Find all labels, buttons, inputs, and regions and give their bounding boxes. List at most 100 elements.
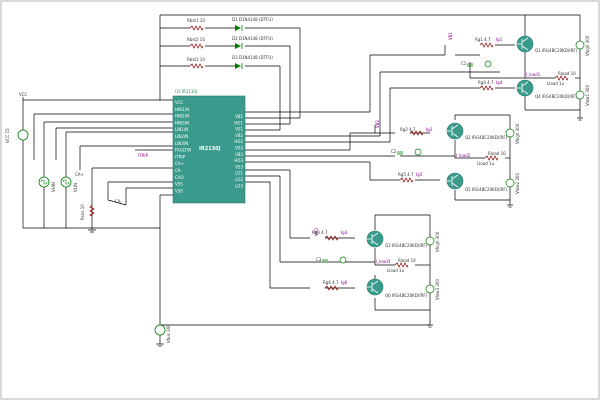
ic-pin-label: LIN1/N xyxy=(175,127,188,132)
gate-hi-net-label: Ig3 xyxy=(341,230,348,235)
ic-pin-label: VCC xyxy=(175,100,184,105)
ic-pin-label: LO2 xyxy=(235,177,243,182)
ic-pin-label: VB1 xyxy=(235,114,243,119)
capacitor-label: C2 xyxy=(391,149,397,154)
v-high-label: Vhigh 300 xyxy=(515,123,520,144)
load-resistor-label: Rload 10 xyxy=(488,151,506,156)
gate-lo-net-label: Ig5 xyxy=(416,172,423,177)
gate-resistor-hi-label: Rg1 4.7 xyxy=(475,37,491,42)
vcc-net-label: VCC xyxy=(19,92,28,97)
pulse-source-icon xyxy=(484,60,492,68)
ic-pin-label: VSS xyxy=(175,182,183,187)
load-net-label: I_load1 xyxy=(526,72,541,77)
v-low-label: Vlow1 300 xyxy=(585,85,590,106)
gate-lo-net-label: Ig6 xyxy=(341,280,348,285)
resistor-icon xyxy=(479,42,494,48)
ic-pin-label: VS0 xyxy=(175,188,183,193)
v-low-label: Vlow2 300 xyxy=(515,173,520,194)
igbt-lo-label: Q6 IRG4BC20KD(IRF) xyxy=(385,293,428,298)
voltage-source-icon xyxy=(154,324,166,336)
gate-resistor-lo-label: Rg4 4.7 xyxy=(478,80,494,85)
ic-pin-label: LIN2/N xyxy=(175,134,188,139)
resistor-icon xyxy=(479,85,494,91)
igbt-lo-label: Q5 IRG4BC20KD(IRF) xyxy=(465,187,508,192)
gate-hi-net-label: Ig1 xyxy=(496,37,503,42)
resistor-icon xyxy=(324,235,339,241)
gate-resistor-lo-label: Rg6 4.7 xyxy=(323,280,339,285)
ic-pin-label: VB2 xyxy=(235,133,243,138)
vb2-net-label: VB2 xyxy=(375,120,380,128)
voltage-source-icon xyxy=(17,129,29,141)
vcc-source: VCC 15 VCC xyxy=(5,92,29,143)
vb3-net-label: VB3 xyxy=(314,228,319,236)
igbt-hi-label: Q1 IRG4BC20KD(IRF) xyxy=(535,48,578,53)
diode-icon xyxy=(235,25,241,31)
d1-label: D1 D1N4148 (DTFU) xyxy=(232,17,273,22)
load-resistor-label: Rload 10 xyxy=(398,258,416,263)
ic-left-pins: VCCHIN1/NHIN2/NHIN3/NLIN1/NLIN2/NLIN3/NF… xyxy=(175,100,191,193)
ic-pin-label: CA- xyxy=(175,168,182,173)
ic-body xyxy=(172,95,246,204)
resistor-icon xyxy=(554,75,569,81)
v-high-label: Vhigh 300 xyxy=(435,231,440,252)
ic-pin-label: HIN1/N xyxy=(175,107,189,112)
d2-label: D2 D1N4148 (DTFU) xyxy=(232,36,273,41)
voltage-source-icon xyxy=(505,128,515,138)
gate-resistor-hi-label: Rg2 4.7 xyxy=(400,127,416,132)
bootstrap-2: Rbst2 10 D2 D1N4148 (DTFU) xyxy=(187,36,273,49)
diode-icon xyxy=(235,63,241,69)
vhin-label: VHIN xyxy=(51,182,56,192)
vb1-net-label: VB1 xyxy=(448,32,453,40)
ca-label: CA+ xyxy=(75,172,84,177)
vbus-source: Vbus 300 xyxy=(154,324,171,347)
load-net-label: I_load3 xyxy=(376,259,391,264)
ic-pin-label: VS1 xyxy=(235,127,243,132)
load-inductor-label: Lload 1u xyxy=(547,81,565,86)
voltage-source-icon xyxy=(575,40,585,50)
ic-part-label: IR2130J xyxy=(199,146,221,152)
ic-pin-label: VB3 xyxy=(235,152,243,157)
ic-pin-label: ITRIP xyxy=(175,154,186,159)
resistor-icon xyxy=(89,204,95,217)
ic-pin-label: VS3 xyxy=(235,164,243,169)
pulse-source-icon xyxy=(339,256,347,264)
vlin-source: VLIN xyxy=(60,176,78,192)
rsense-label: Rsns 10 xyxy=(80,204,85,220)
gate-lo-net-label: Ig4 xyxy=(496,80,503,85)
vbus-label: Vbus 300 xyxy=(166,324,171,343)
ic-pin-label: HO1 xyxy=(234,120,243,125)
ic-pin-label: FAULT/N xyxy=(175,148,191,153)
igbt-hi-label: Q3 IRG4BC20KD(IRF) xyxy=(385,243,428,248)
ic-ref-label: U1 IR2130J xyxy=(175,89,197,94)
bootstrap-1: Rbst1 10 D1 D1N4148 (DTFU) xyxy=(187,17,273,31)
gate-resistor-lo-label: Rg5 4.7 xyxy=(398,172,414,177)
resistor-icon xyxy=(189,25,204,31)
ic-pin-label: HO2 xyxy=(234,139,243,144)
pulse-source-icon xyxy=(414,148,422,156)
igbt-lo-label: Q4 IRG4BC20KD(IRF) xyxy=(535,94,578,99)
voltage-source-icon xyxy=(575,90,585,100)
resistor-icon xyxy=(409,130,424,136)
ca-minus-label: CA- xyxy=(115,199,122,204)
voltage-source-icon xyxy=(505,178,515,188)
ic-pin-label: VS2 xyxy=(235,146,243,151)
ic-pin-label: HIN3/N xyxy=(175,120,189,125)
resistor-icon xyxy=(189,43,204,49)
vhin-source: VHIN xyxy=(38,176,56,192)
itrip-label: ITRIP xyxy=(138,153,149,158)
vlin-label: VLIN xyxy=(73,183,78,192)
d3-label: D3 D1N4148 (DTFU) xyxy=(232,55,273,60)
capacitor-label: C1 xyxy=(461,61,467,66)
resistor-icon xyxy=(189,63,204,69)
load-resistor-label: Rload 10 xyxy=(558,71,576,76)
ic-pin-label: HO3 xyxy=(234,158,243,163)
resistor-icon xyxy=(394,262,409,268)
ic-pin-label: LIN3/N xyxy=(175,141,188,146)
